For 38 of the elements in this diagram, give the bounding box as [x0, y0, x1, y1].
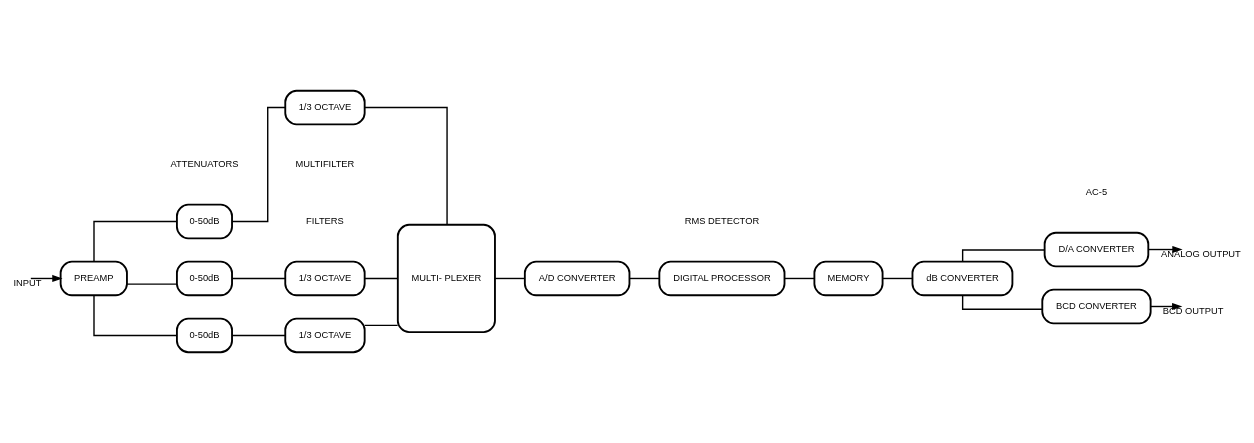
node-box: PREAMP [59, 260, 128, 297]
connector [629, 277, 660, 280]
connector [364, 324, 399, 327]
arrow [1147, 245, 1183, 254]
node-box: 1/3 OCTAVE [284, 89, 366, 126]
connector [494, 277, 526, 280]
connector [961, 249, 1046, 263]
connector [126, 283, 178, 285]
edge-label: ANALOG OUTPUT [1160, 248, 1241, 259]
node-box: dB CONVERTER [911, 260, 1014, 297]
node-box: D/A CONVERTER [1043, 231, 1150, 268]
node-box: BCD CONVERTER [1041, 288, 1152, 325]
connector [231, 334, 286, 337]
label: MULTIFILTER [295, 158, 355, 169]
label: AC-5 [1085, 186, 1108, 197]
label: ATTENUATORS [170, 158, 239, 169]
node-box: A/D CONVERTER [523, 260, 631, 297]
node-box: 0-50dB [176, 203, 233, 240]
edge-label: BCD OUTPUT [1162, 305, 1224, 316]
connector [881, 277, 913, 280]
connector [784, 277, 816, 280]
edge-label: INPUT [13, 277, 42, 288]
node-box: 1/3 OCTAVE [284, 260, 366, 297]
arrow [1150, 302, 1183, 311]
connector [93, 220, 178, 263]
connector [231, 277, 286, 280]
node-box: MULTI- PLEXER [396, 223, 496, 334]
node-box: MEMORY [813, 260, 884, 297]
arrow [30, 274, 63, 283]
connector [364, 106, 448, 226]
label: RMS DETECTOR [684, 215, 760, 226]
node-box: 0-50dB [176, 317, 233, 354]
label: FILTERS [306, 215, 344, 226]
connector [364, 277, 399, 280]
node-box: 1/3 OCTAVE [284, 317, 366, 354]
connector [93, 294, 178, 337]
node-box: 0-50dB [176, 260, 233, 297]
node-box: DIGITAL PROCESSOR [658, 260, 786, 297]
